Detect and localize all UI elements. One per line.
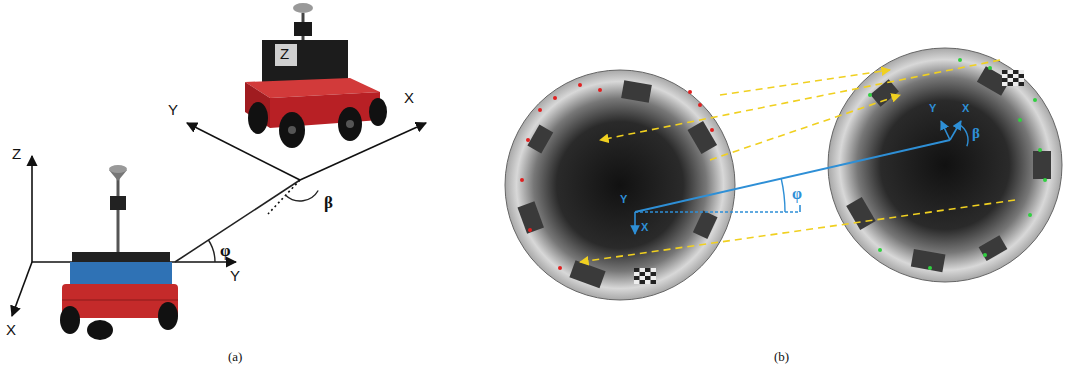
wheel-hub xyxy=(346,120,354,128)
axis-label: Z xyxy=(280,46,289,61)
checkerboard xyxy=(634,268,656,284)
x-axis xyxy=(12,262,32,316)
axis-label: Y xyxy=(929,103,936,114)
robot-body xyxy=(70,262,172,286)
correspondence-line xyxy=(600,60,1000,140)
wheel xyxy=(87,320,113,340)
omni-image xyxy=(505,70,735,300)
reference-tick xyxy=(799,205,801,212)
axis-label: Y xyxy=(168,102,178,117)
camera xyxy=(294,22,312,36)
feature-points xyxy=(868,58,1047,270)
x-axis xyxy=(634,212,636,234)
angle-label: β xyxy=(324,194,333,211)
mirror xyxy=(109,165,127,173)
dotted-extension xyxy=(268,180,300,214)
wheel xyxy=(279,112,305,148)
z-axis xyxy=(31,156,33,262)
angle-arc xyxy=(781,179,785,213)
robot-plate xyxy=(275,44,297,66)
furniture xyxy=(846,66,1051,272)
axis-label: Y xyxy=(620,194,627,205)
correspondence-line xyxy=(710,95,900,160)
axis-label: Z xyxy=(12,146,21,161)
correspondence-line xyxy=(720,70,890,95)
angle-label: β xyxy=(972,126,980,141)
camera-pole xyxy=(117,176,120,254)
wheel xyxy=(338,107,362,141)
checkerboard xyxy=(1002,70,1024,86)
panel-label: (a) xyxy=(228,350,242,363)
x-axis xyxy=(300,123,426,180)
wheel-hub xyxy=(288,126,296,134)
mirror xyxy=(293,3,313,13)
wheel xyxy=(158,302,178,330)
wheel xyxy=(60,306,80,334)
reference-line xyxy=(635,211,800,213)
y-axis xyxy=(187,123,300,180)
axis-label: Y xyxy=(230,268,240,283)
omni-image xyxy=(828,48,1062,282)
axis-label: X xyxy=(6,322,16,337)
robot-seam xyxy=(62,300,178,301)
robot-top xyxy=(262,40,348,82)
panel-label: (b) xyxy=(774,350,789,363)
axis-label: X xyxy=(641,222,648,233)
bearing-line xyxy=(175,180,300,262)
axis-label: X xyxy=(962,103,969,114)
angle-label: φ xyxy=(220,242,231,259)
wheel xyxy=(248,102,268,134)
angle-label: φ xyxy=(792,186,802,202)
wheel xyxy=(369,98,387,126)
bearing-line xyxy=(635,140,950,212)
y-axis xyxy=(941,121,950,140)
feature-points xyxy=(520,83,714,270)
angle-arc xyxy=(208,240,215,262)
angle-arc xyxy=(959,124,968,146)
angle-arc xyxy=(286,191,319,202)
camera xyxy=(110,196,126,210)
axis-label: X xyxy=(404,90,414,105)
